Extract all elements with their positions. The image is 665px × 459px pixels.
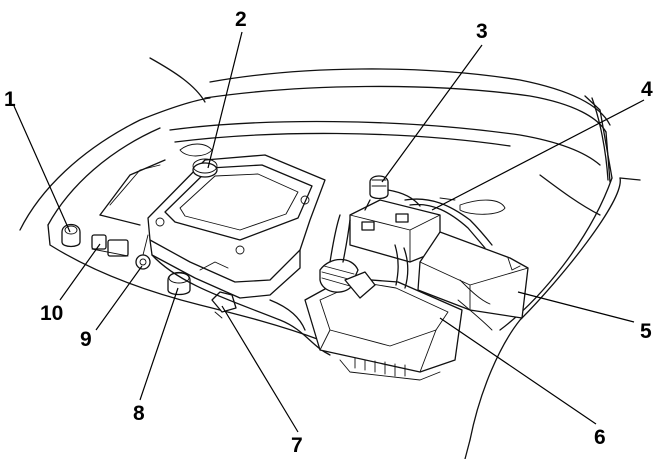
leader-9 (95, 265, 143, 331)
callout-2: 2 (235, 8, 247, 31)
callout-6: 6 (594, 426, 606, 449)
leader-7 (221, 305, 299, 433)
leader-1 (13, 105, 71, 233)
fender-right (464, 177, 641, 459)
hood-outline (149, 57, 613, 183)
callout-8: 8 (133, 402, 145, 425)
callout-5: 5 (640, 320, 652, 343)
leader-4 (431, 99, 645, 211)
leader-5 (517, 291, 635, 323)
callout-3: 3 (476, 20, 488, 43)
dipstick-ring (135, 234, 151, 270)
leader-2 (207, 31, 243, 169)
intake-duct (319, 258, 376, 299)
fuse-box (417, 231, 529, 319)
relay-block (91, 234, 129, 257)
leader-8 (139, 287, 179, 401)
callout-1: 1 (4, 88, 16, 111)
cowl-panel (169, 120, 601, 216)
callout-4: 4 (641, 78, 653, 101)
brake-master-cylinder (364, 175, 421, 211)
callout-labels: 1 2 3 4 5 6 7 8 9 10 (4, 8, 653, 457)
battery (349, 199, 441, 263)
leader-lines (13, 31, 645, 433)
leader-10 (59, 243, 101, 301)
callout-9: 9 (80, 328, 92, 351)
oil-filler-cap (192, 158, 218, 178)
callout-10: 10 (40, 302, 63, 325)
washer-cap (211, 291, 237, 319)
leader-3 (381, 44, 483, 183)
left-strut-area (99, 159, 166, 226)
coolant-reservoir (61, 223, 81, 248)
leader-6 (439, 317, 597, 425)
radiator-support (151, 254, 331, 356)
hoses (329, 214, 493, 331)
callout-7: 7 (291, 434, 303, 457)
